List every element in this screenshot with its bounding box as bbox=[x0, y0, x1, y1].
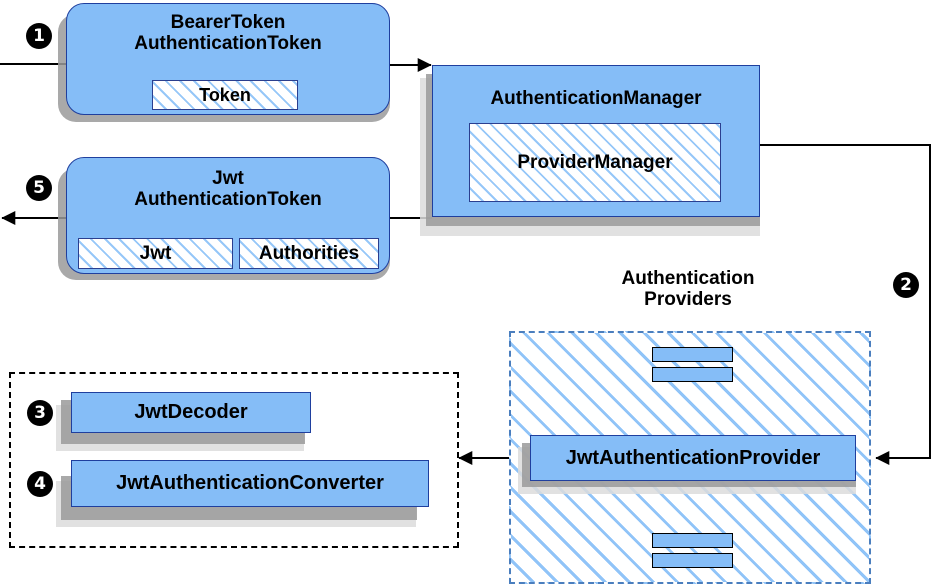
step-marker-5: 5 bbox=[26, 175, 52, 201]
bearer-token-box[interactable]: BearerToken AuthenticationToken Token bbox=[66, 3, 390, 115]
jwt-decoder-label: JwtDecoder bbox=[134, 401, 248, 423]
provider-bar-top-2 bbox=[652, 367, 733, 382]
bearer-token-field-token-label: Token bbox=[199, 84, 251, 105]
step-marker-2: 2 bbox=[893, 272, 919, 298]
authentication-manager-field-provider-manager: ProviderManager bbox=[469, 123, 721, 202]
provider-bar-bottom-1 bbox=[652, 533, 733, 548]
jwt-authentication-token-field-authorities: Authorities bbox=[239, 238, 379, 269]
jwt-authentication-converter-box[interactable]: JwtAuthenticationConverter bbox=[71, 460, 429, 507]
jwt-authentication-token-title: Jwt AuthenticationToken bbox=[134, 168, 322, 211]
jwt-authentication-token-field-jwt: Jwt bbox=[78, 238, 233, 269]
jwt-decoder-box[interactable]: JwtDecoder bbox=[71, 392, 311, 433]
bearer-token-title: BearerToken AuthenticationToken bbox=[134, 12, 322, 55]
jwt-authentication-token-box[interactable]: Jwt AuthenticationToken Jwt Authorities bbox=[66, 157, 390, 274]
jwt-authentication-converter-label: JwtAuthenticationConverter bbox=[116, 472, 384, 494]
jwt-authentication-provider-label: JwtAuthenticationProvider bbox=[565, 446, 821, 469]
jwt-support-container bbox=[9, 372, 459, 548]
authentication-providers-label: Authentication Providers bbox=[621, 268, 755, 311]
step-marker-3: 3 bbox=[27, 400, 53, 426]
arrow-manager-to-provider bbox=[760, 144, 931, 465]
step-marker-1: 1 bbox=[26, 23, 52, 49]
provider-bar-top-1 bbox=[652, 347, 733, 362]
provider-bar-bottom-2 bbox=[652, 553, 733, 568]
provider-manager-label: ProviderManager bbox=[517, 151, 673, 173]
bearer-token-field-token: Token bbox=[152, 80, 298, 110]
jwt-authentication-provider-box[interactable]: JwtAuthenticationProvider bbox=[530, 435, 856, 481]
authorities-field-label: Authorities bbox=[258, 242, 360, 264]
authentication-manager-title: AuthenticationManager bbox=[490, 88, 702, 109]
step-marker-4: 4 bbox=[27, 471, 53, 497]
jwt-field-label: Jwt bbox=[139, 242, 172, 264]
authentication-manager-box[interactable]: AuthenticationManager ProviderManager bbox=[432, 65, 760, 217]
